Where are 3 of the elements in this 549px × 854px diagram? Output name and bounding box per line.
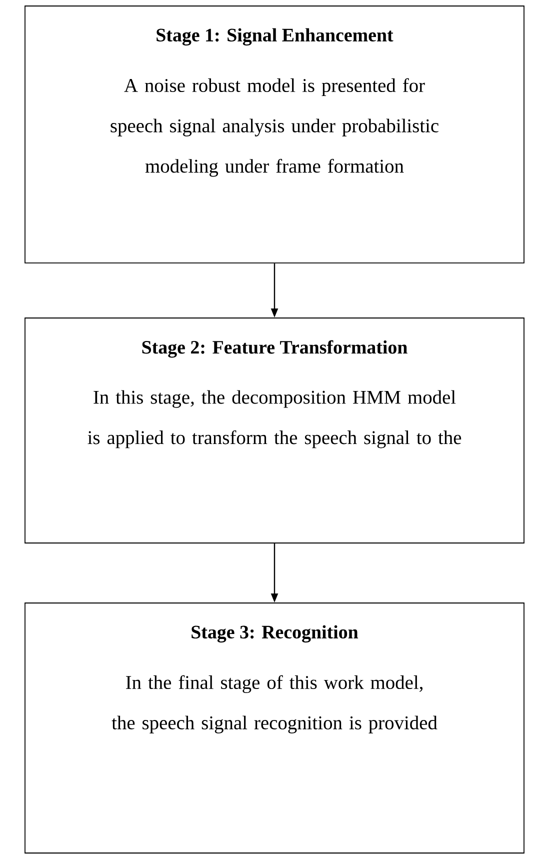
process-box: Stage 3: Recognition In the final stage of this work model, the speech signal recognition is provided bbox=[24, 602, 524, 854]
process-box: Stage 1: Signal Enhancement A noise robust model is presented for speech signal analysis under probabilistic modeling under frame formation bbox=[24, 6, 524, 264]
process-box: Stage 2: Feature Transformation In this stage, the decomposition HMM model is applied to transform the speech signal to the bbox=[24, 318, 524, 544]
